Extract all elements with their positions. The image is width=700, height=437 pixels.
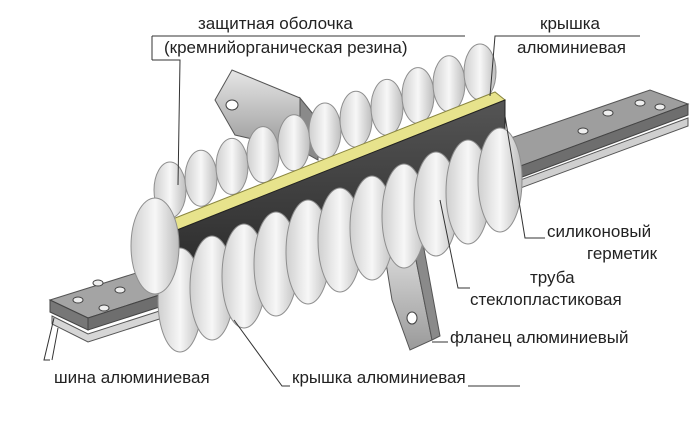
shed-upper: [308, 102, 342, 160]
shed-upper: [246, 126, 280, 184]
label-tube-line1: труба: [528, 268, 577, 287]
shed-upper: [432, 55, 466, 113]
shed-end-left: [130, 197, 180, 295]
shed-upper: [277, 114, 311, 172]
leader-sealant: [504, 115, 545, 239]
shed-upper: [215, 137, 249, 195]
label-cap-top-line1: крышка: [538, 14, 603, 33]
shed-upper: [463, 43, 497, 101]
bolt-hole: [72, 296, 84, 304]
label-flange: фланец алюминиевый: [448, 328, 631, 347]
label-sealant-line2: герметик: [585, 244, 660, 263]
leader-sheath: [152, 59, 181, 186]
sheds-lower: [130, 127, 523, 353]
label-bus: шина алюминиевая: [52, 368, 212, 387]
label-sheath-line1: защитная оболочка: [196, 14, 355, 33]
label-cap-bottom: крышка алюминиевая: [290, 368, 468, 387]
bolt-hole: [98, 304, 110, 312]
label-tube-line2: стеклопластиковая: [468, 290, 624, 309]
bolt-hole: [602, 109, 614, 117]
bolt-hole: [577, 127, 589, 135]
bolt-hole: [634, 99, 646, 107]
leader-tube: [439, 199, 470, 289]
shed-upper: [339, 90, 373, 148]
bolt-hole: [114, 286, 126, 294]
shed-upper: [184, 149, 218, 207]
label-sheath-line2: (кремнийорганическая резина): [162, 38, 410, 57]
label-sealant-line1: силиконовый: [545, 222, 654, 241]
shed-upper: [370, 78, 404, 136]
bolt-hole: [92, 279, 104, 287]
bolt-hole: [654, 103, 666, 111]
shed-upper: [401, 67, 435, 125]
label-cap-top-line2: алюминиевая: [515, 38, 628, 57]
leader-cap-bottom: [233, 319, 290, 387]
leader-bus: [43, 317, 55, 361]
